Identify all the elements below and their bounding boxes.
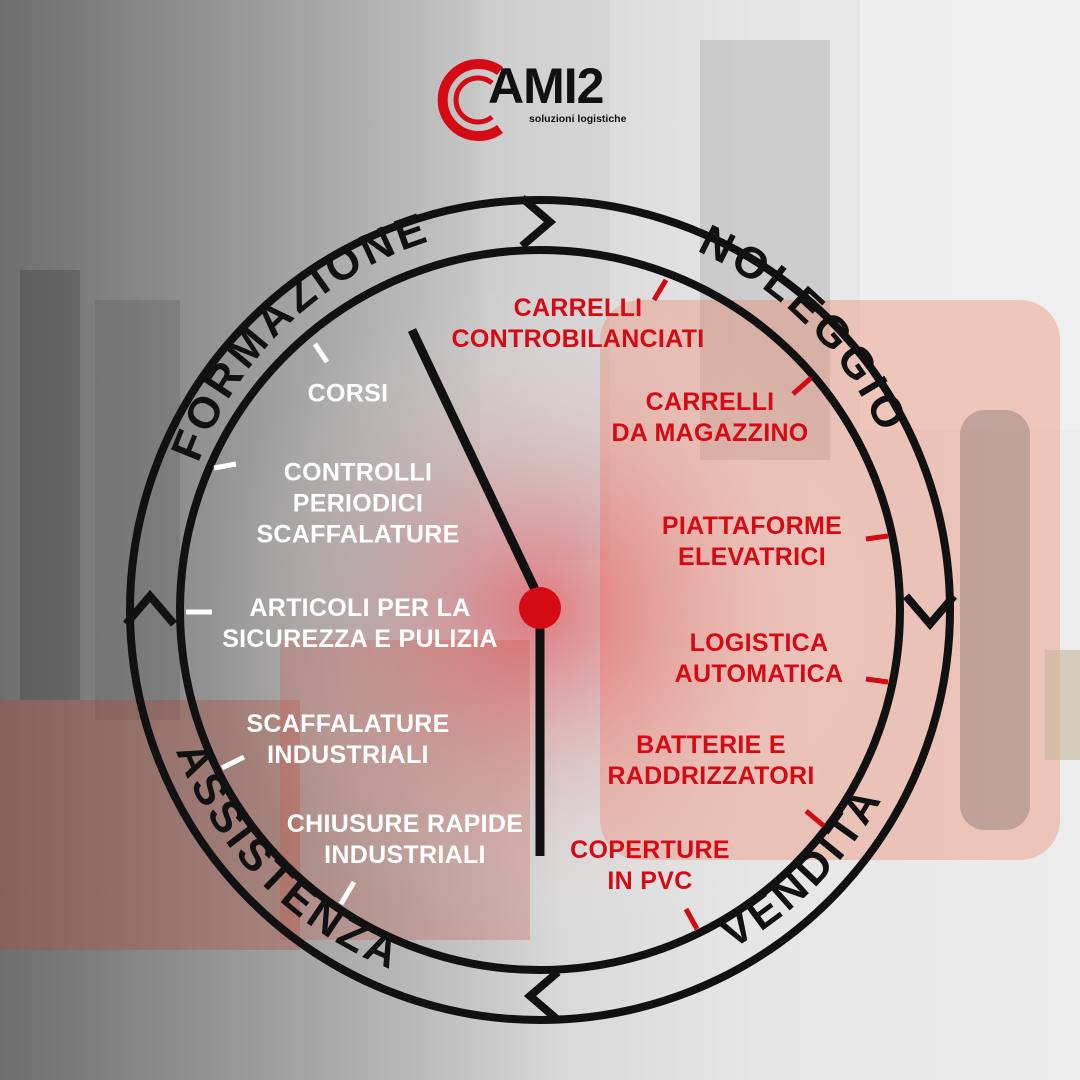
tick-mark	[865, 533, 889, 542]
tick-mark	[683, 907, 700, 931]
outer-ring	[126, 196, 954, 1024]
service-controlli-scaffalature: CONTROLLI PERIODICI SCAFFALATURE	[256, 458, 460, 549]
logo-c-mark-icon	[437, 59, 503, 141]
logo-tagline: soluzioni logistiche	[529, 113, 627, 125]
service-batterie-raddrizzatori: BATTERIE E RADDRIZZATORI	[607, 731, 815, 790]
chevron-left-icon	[122, 589, 178, 627]
minute-hand	[407, 328, 545, 602]
tick-mark	[804, 809, 826, 828]
tick-mark	[791, 376, 813, 396]
chevron-bottom-icon	[523, 968, 561, 1024]
service-carrelli-controbilanciati: CARRELLI CONTROBILANCIATI	[451, 294, 705, 353]
tick-mark	[220, 754, 246, 771]
service-piattaforme-elevatrici: PIATTAFORME ELEVATRICI	[661, 512, 843, 571]
inner-ring	[176, 246, 904, 974]
service-scaffalature-industriali: SCAFFALATURE INDUSTRIALI	[246, 710, 450, 769]
tick-mark	[338, 880, 357, 906]
service-logistica-automatica: LOGISTICA AUTOMATICA	[674, 629, 844, 688]
service-chiusure-rapide: CHIUSURE RAPIDE INDUSTRIALI	[286, 810, 524, 869]
service-corsi: CORSI	[307, 379, 389, 408]
chevron-top-icon	[519, 194, 557, 250]
ring-label-formazione: FORMAZIONE	[162, 203, 436, 467]
tick-mark	[213, 461, 237, 471]
service-carrelli-magazzino: CARRELLI DA MAGAZZINO	[611, 388, 809, 447]
tick-mark	[651, 278, 669, 302]
ring-label-vendita: VENDITA	[712, 777, 892, 958]
tick-mark	[312, 342, 330, 364]
chevron-right-icon	[902, 593, 958, 631]
service-articoli-sicurezza: ARTICOLI PER LA SICUREZZA E PULIZIA	[222, 594, 498, 653]
center-dot	[519, 587, 561, 629]
tick-mark	[865, 676, 889, 685]
logo-brand: AMI2	[488, 58, 604, 114]
service-coperture-pvc: COPERTURE IN PVC	[570, 836, 730, 895]
cami2-logo: AMI2 soluzioni logistiche	[430, 55, 645, 145]
